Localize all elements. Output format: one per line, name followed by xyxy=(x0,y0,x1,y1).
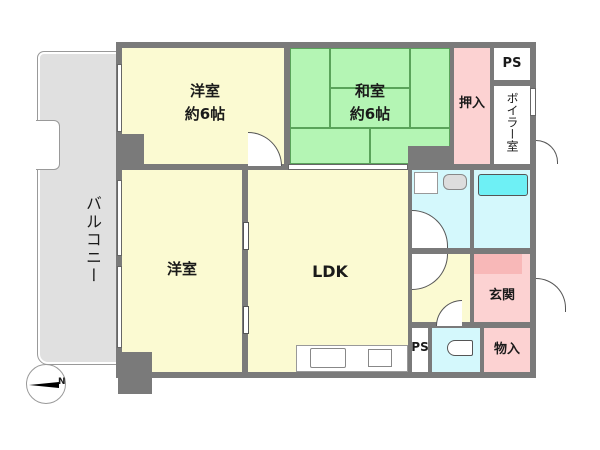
stove-icon xyxy=(368,349,392,367)
washing-machine-icon xyxy=(414,172,438,194)
ps-top-label: PS xyxy=(502,56,522,71)
closet-label: 押入 xyxy=(458,96,485,111)
balcony-label: バルコニー xyxy=(83,195,102,285)
tatami-mat xyxy=(410,48,450,128)
boiler-room-label: ボイラー室 xyxy=(505,92,519,152)
boiler-room xyxy=(494,86,530,164)
window xyxy=(117,180,122,256)
western-room-2 xyxy=(122,170,242,372)
balcony xyxy=(37,51,121,365)
entrance-door[interactable] xyxy=(536,278,566,312)
ps-bottom-label: PS xyxy=(411,340,429,354)
pillar xyxy=(118,352,152,394)
entrance-step xyxy=(474,254,522,274)
compass-label: N xyxy=(58,377,66,387)
western-room-1-name: 洋室 xyxy=(189,82,220,100)
folding-door[interactable] xyxy=(243,306,249,334)
western-room-1-label: 洋室 約6帖 xyxy=(170,80,240,125)
tatami-mat xyxy=(330,48,410,88)
western-room-2-label: 洋室 xyxy=(166,260,197,278)
japanese-room-name: 和室 xyxy=(354,82,385,100)
japanese-room-label: 和室 約6帖 xyxy=(335,80,405,125)
sliding-door[interactable] xyxy=(288,164,408,170)
western-room-1-size: 約6帖 xyxy=(184,104,226,123)
pillar xyxy=(122,134,144,164)
balcony-notch xyxy=(36,120,60,170)
storage xyxy=(484,328,530,372)
bathtub-icon xyxy=(478,174,528,196)
boiler-vent xyxy=(530,88,536,116)
ps-top xyxy=(494,48,530,80)
compass xyxy=(26,364,66,404)
tatami-mat xyxy=(330,88,410,128)
ldk xyxy=(248,170,408,372)
tatami-mat xyxy=(290,48,330,128)
window xyxy=(117,266,122,348)
entrance-label: 玄関 xyxy=(488,288,515,303)
folding-door[interactable] xyxy=(243,222,249,250)
storage-label: 物入 xyxy=(493,342,520,357)
basin-icon xyxy=(443,174,467,190)
compass-arrow-icon xyxy=(29,382,59,388)
window xyxy=(117,64,122,132)
pillar xyxy=(408,146,452,170)
ps-bottom xyxy=(412,328,428,372)
tatami-mat xyxy=(290,128,370,164)
closet xyxy=(454,48,490,164)
toilet-icon xyxy=(447,340,473,356)
ldk-label: LDK xyxy=(312,262,348,281)
japanese-room-size: 約6帖 xyxy=(349,104,391,123)
sink-icon xyxy=(310,348,346,368)
boiler-door[interactable] xyxy=(536,140,558,164)
